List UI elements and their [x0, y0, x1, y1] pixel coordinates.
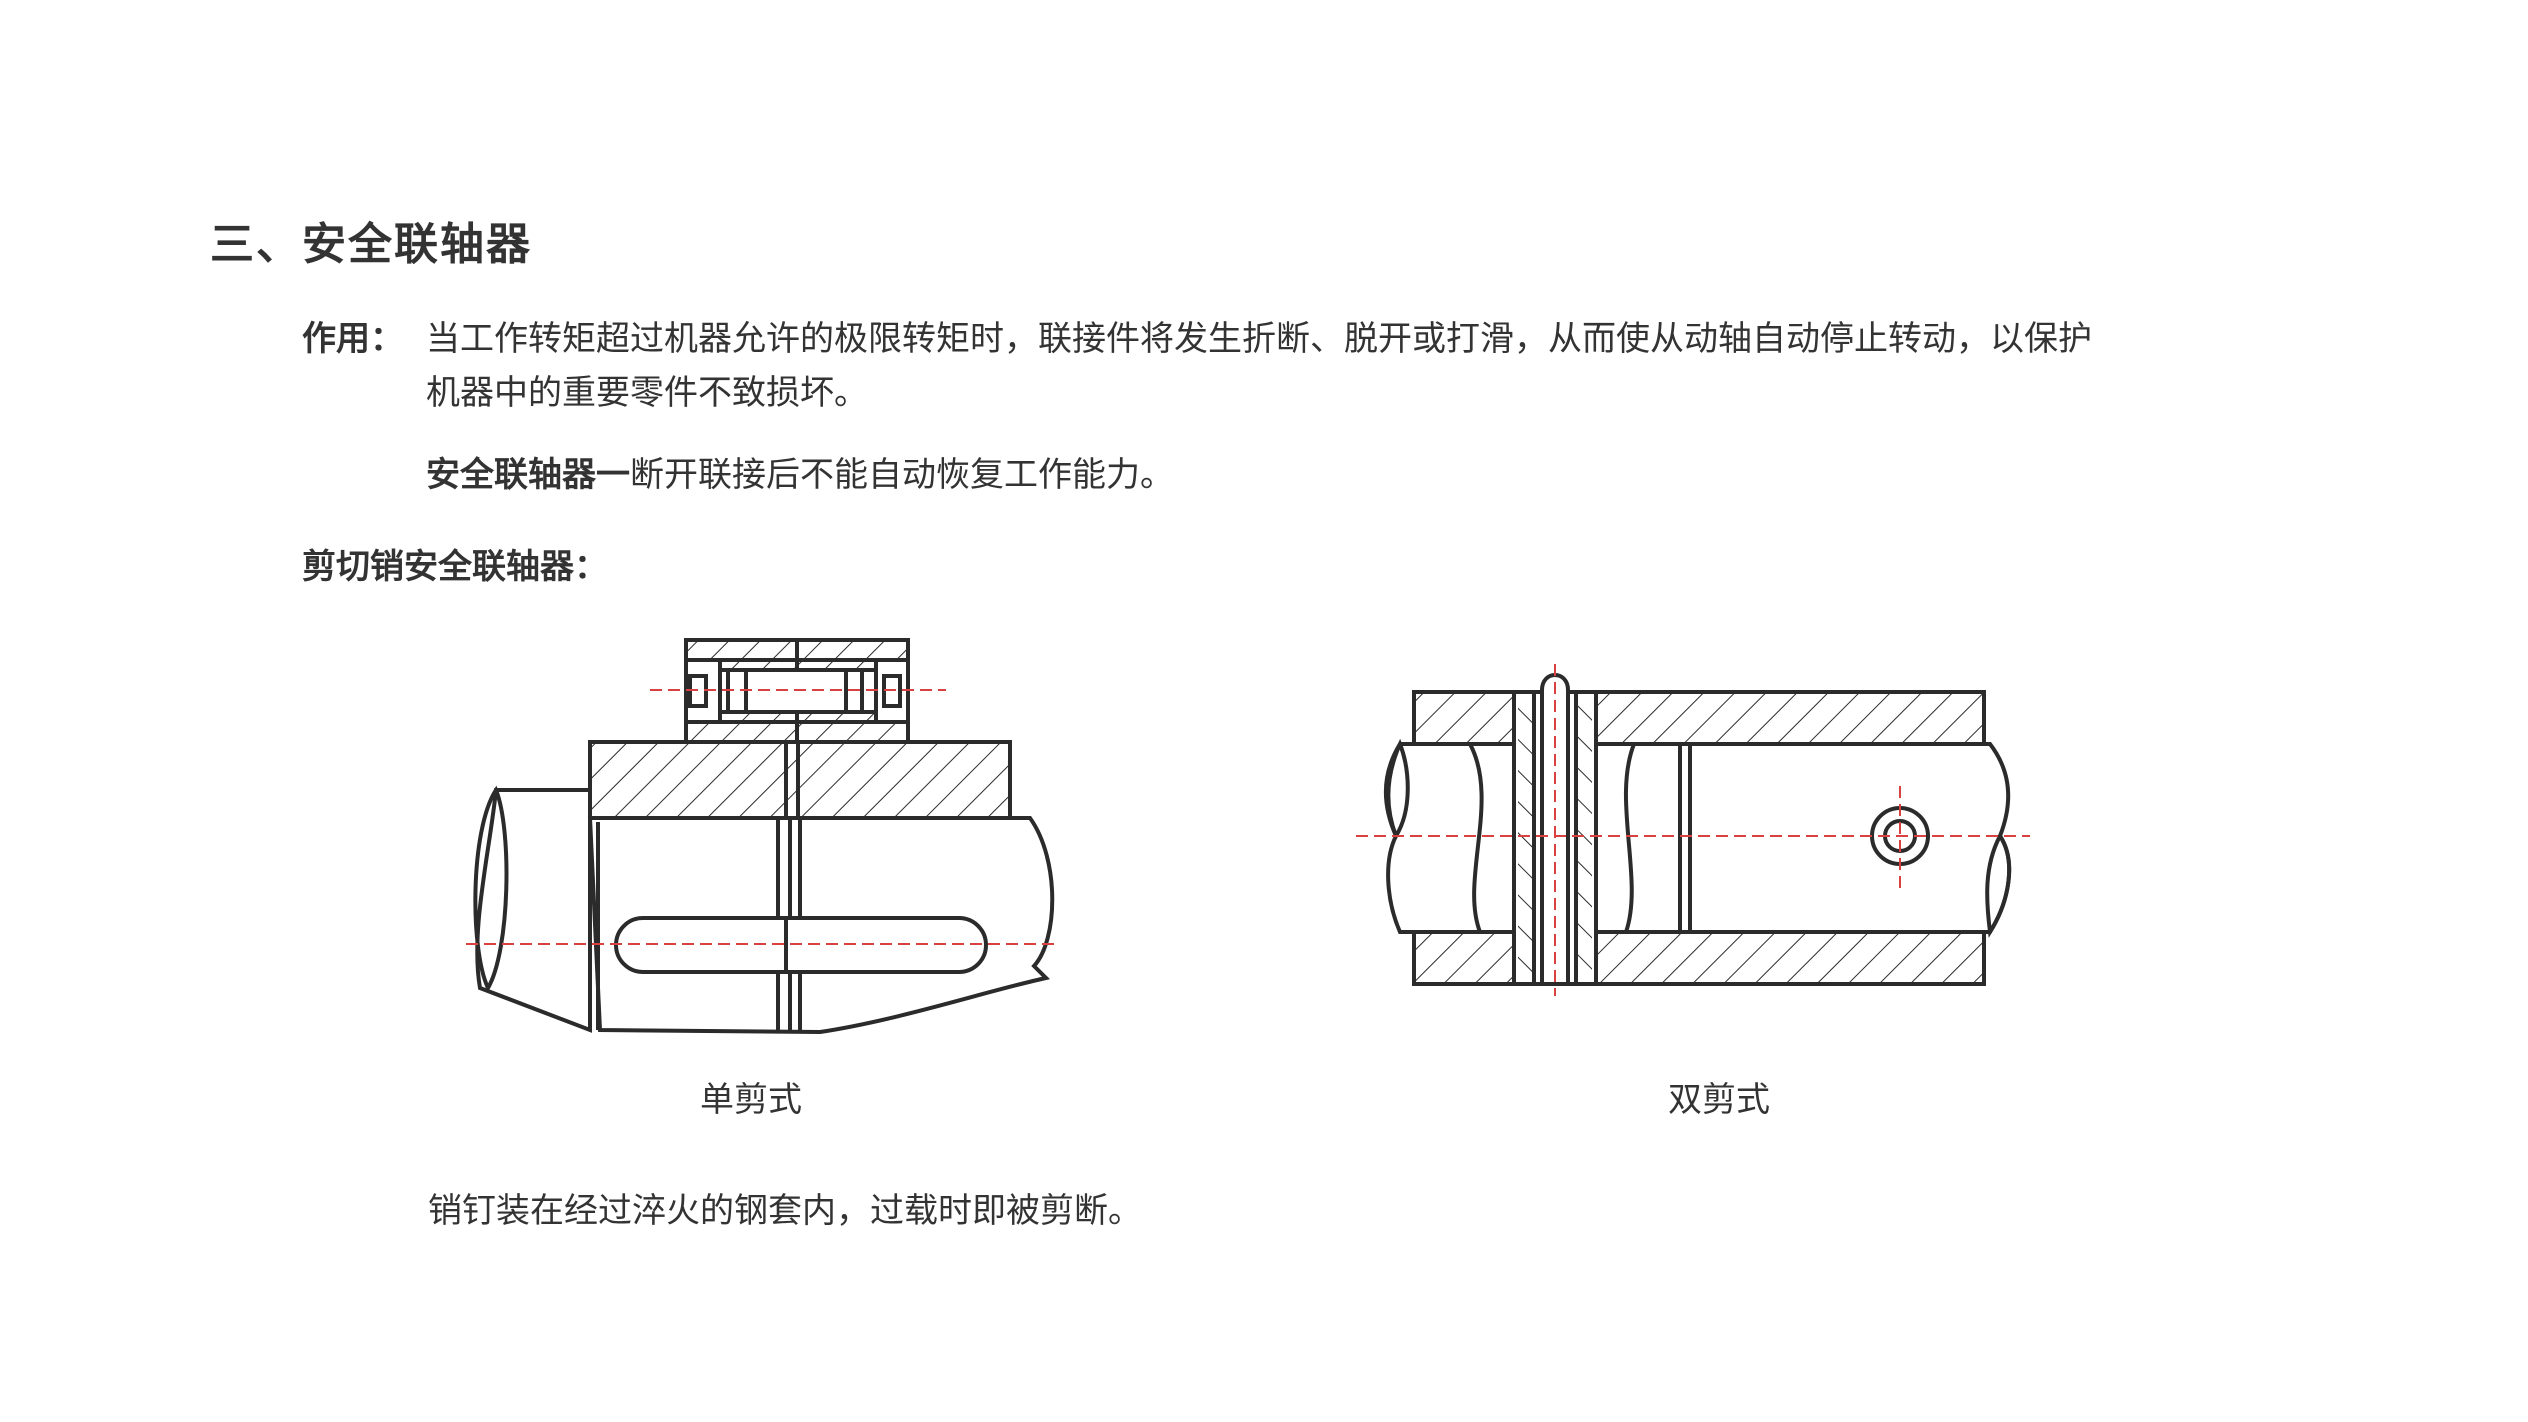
- footer-note: 销钉装在经过淬火的钢套内，过载时即被剪断。: [428, 1191, 1142, 1231]
- purpose-label: 作用：: [302, 319, 404, 359]
- subheading: 剪切销安全联轴器：: [302, 547, 608, 587]
- double-shear-caption: 双剪式: [1668, 1080, 1770, 1120]
- single-shear-drawing: [466, 638, 1060, 1035]
- definition-text: 断开联接后不能自动恢复工作能力。: [630, 455, 1174, 495]
- definition-term: 安全联轴器一: [426, 455, 630, 495]
- single-shear-caption: 单剪式: [700, 1080, 802, 1120]
- purpose-line-2: 机器中的重要零件不致损坏。: [426, 373, 868, 413]
- definition: 安全联轴器一断开联接后不能自动恢复工作能力。: [426, 448, 1174, 502]
- section-title: 三、安全联轴器: [210, 219, 532, 270]
- flange-hub: [588, 740, 1012, 820]
- double-shear-drawing: [1356, 664, 2030, 996]
- purpose-line-1: 当工作转矩超过机器允许的极限转矩时，联接件将发生折断、脱开或打滑，从而使从动轴自…: [426, 319, 2092, 359]
- left-shaft: [475, 788, 592, 1033]
